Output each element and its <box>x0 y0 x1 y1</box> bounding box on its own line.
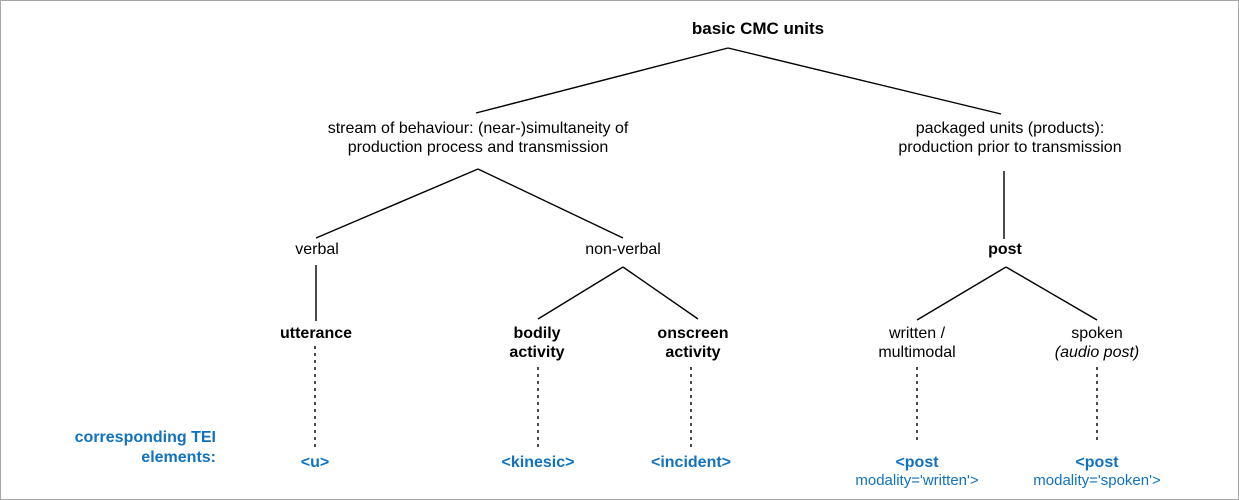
tei-legend: corresponding TEI elements: <box>21 428 216 468</box>
tei-element-kinesic: <kinesic> <box>502 453 575 472</box>
tei-element-post-spoken-attr: modality='spoken'> <box>1033 472 1161 490</box>
node-stream-of-behaviour: stream of behaviour: (near-)simultaneity… <box>328 120 629 158</box>
tei-element-post-spoken: <post modality='spoken'> <box>1033 453 1160 490</box>
tei-element-incident: <incident> <box>651 453 731 472</box>
edge-post-to-spoken <box>1005 266 1098 321</box>
node-onscreen-activity: onscreen activity <box>657 325 728 363</box>
edge-stream-to-verbal <box>315 168 479 239</box>
node-spoken-audio-post: spoken (audio post) <box>1055 325 1140 363</box>
node-spoken-audio-post-line1: spoken <box>1071 325 1123 342</box>
edge-nonverbal-to-onscreen <box>622 266 699 320</box>
node-packaged-units-line1: packaged units (products): <box>915 120 1105 137</box>
tei-legend-line1: corresponding TEI <box>74 429 216 446</box>
tei-element-post-written-tag: <post <box>895 454 939 471</box>
node-packaged-units-line2: production prior to transmission <box>898 138 1122 156</box>
edge-stream-to-nonverbal <box>477 168 624 239</box>
node-packaged-units: packaged units (products): production pr… <box>898 120 1121 158</box>
edge-post-to-written <box>916 266 1007 321</box>
node-non-verbal-label: non-verbal <box>585 241 661 258</box>
edge-nonverbal-to-bodily <box>537 266 624 320</box>
node-onscreen-activity-line1: onscreen <box>657 325 729 342</box>
node-bodily-activity: bodily activity <box>509 325 564 363</box>
tei-element-post-spoken-tag: <post <box>1075 454 1119 471</box>
node-verbal: verbal <box>295 241 339 260</box>
tei-element-kinesic-label: <kinesic> <box>501 454 575 471</box>
node-bodily-activity-line1: bodily <box>513 325 561 342</box>
node-spoken-audio-post-line2: (audio post) <box>1054 343 1140 361</box>
edge-root-to-packaged <box>727 47 1002 115</box>
node-written-multimodal-line1: written / <box>888 325 946 342</box>
node-onscreen-activity-line2: activity <box>665 343 721 361</box>
tei-element-incident-label: <incident> <box>650 454 732 471</box>
node-verbal-label: verbal <box>295 241 339 258</box>
node-written-multimodal-line2: multimodal <box>878 343 956 361</box>
node-post: post <box>988 241 1022 260</box>
node-post-label: post <box>988 241 1022 258</box>
node-utterance-label: utterance <box>279 325 353 342</box>
node-basic-cmc-units-label: basic CMC units <box>691 19 825 38</box>
node-basic-cmc-units: basic CMC units <box>692 19 824 39</box>
node-utterance: utterance <box>280 325 352 344</box>
node-stream-of-behaviour-line2: production process and transmission <box>347 138 609 156</box>
node-non-verbal: non-verbal <box>585 241 661 260</box>
tei-element-post-written: <post modality='written'> <box>855 453 978 490</box>
tei-element-u: <u> <box>301 453 329 472</box>
node-stream-of-behaviour-line1: stream of behaviour: (near-)simultaneity… <box>327 120 629 137</box>
tei-element-post-written-attr: modality='written'> <box>855 472 979 490</box>
tei-element-u-label: <u> <box>300 454 330 471</box>
node-written-multimodal: written / multimodal <box>878 325 955 363</box>
node-bodily-activity-line2: activity <box>509 343 565 361</box>
tei-legend-line2: elements: <box>141 449 216 466</box>
edge-root-to-stream <box>475 47 729 114</box>
